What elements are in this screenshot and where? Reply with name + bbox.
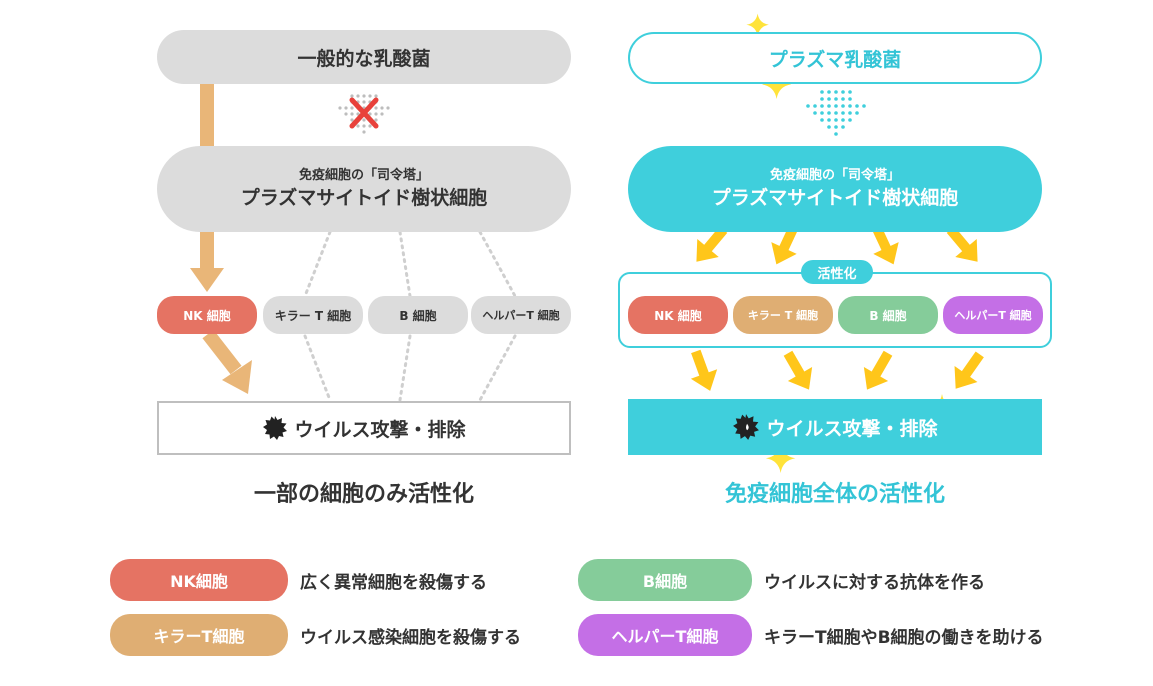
legend-pill-killer-t: キラーT細胞: [110, 614, 288, 656]
right-yellow-arrows-top: [696, 224, 978, 265]
legend-desc-b: ウイルスに対する抗体を作る: [764, 559, 985, 601]
right-cell-killer-t: キラー T 細胞: [733, 296, 833, 334]
left-top-pill-general-lactobacillus: 一般的な乳酸菌: [157, 30, 571, 84]
right-pdc-line1: 免疫細胞の「司令塔」: [769, 168, 900, 183]
right-cell-helper-t-label: ヘルパーT 細胞: [954, 309, 1032, 322]
left-dotted-connectors: [303, 230, 517, 402]
legend-desc-nk-text: 広く異常細胞を殺傷する: [300, 572, 487, 593]
legend-desc-nk: 広く異常細胞を殺傷する: [300, 559, 487, 601]
left-result-label: ウイルス攻撃・排除: [294, 418, 466, 441]
legend-desc-b-text: ウイルスに対する抗体を作る: [764, 572, 985, 593]
virus-icon: [263, 416, 288, 440]
left-cell-b-label: B 細胞: [399, 308, 437, 323]
legend-desc-killer-t: ウイルス感染細胞を殺傷する: [300, 614, 521, 656]
left-orange-arrow-to-result: [202, 329, 252, 394]
legend-label-nk: NK細胞: [170, 572, 228, 591]
right-pdc-line2: プラズマサイトイド樹状細胞: [711, 187, 959, 209]
left-cell-killer-t: キラー T 細胞: [263, 296, 363, 334]
left-cell-helper-t: ヘルパーT 細胞: [471, 296, 571, 334]
left-cell-b: B 細胞: [368, 296, 468, 334]
right-dotted-arrow: [806, 90, 866, 136]
right-top-pill-plasma-lactobacillus: プラズマ乳酸菌: [628, 32, 1042, 84]
left-pdc-line2: プラズマサイトイド樹状細胞: [240, 187, 488, 209]
right-cell-helper-t: ヘルパーT 細胞: [943, 296, 1043, 334]
right-cell-b: B 細胞: [838, 296, 938, 334]
legend-label-killer-t: キラーT細胞: [153, 627, 245, 646]
legend-desc-helper-t: キラーT細胞やB細胞の働きを助ける: [764, 614, 1044, 656]
left-cell-killer-t-label: キラー T 細胞: [274, 308, 352, 323]
right-pdc-pill: 免疫細胞の「司令塔」 プラズマサイトイド樹状細胞: [628, 146, 1042, 232]
right-cell-nk: NK 細胞: [628, 296, 728, 334]
right-yellow-arrows-bottom: [690, 349, 984, 391]
legend-desc-killer-t-text: ウイルス感染細胞を殺傷する: [300, 627, 521, 648]
left-pdc-line1: 免疫細胞の「司令塔」: [298, 168, 429, 183]
right-caption-text: 免疫細胞全体の活性化: [724, 482, 945, 507]
right-cell-b-label: B 細胞: [869, 308, 907, 323]
left-result-box: ウイルス攻撃・排除: [157, 401, 571, 455]
right-result-label: ウイルス攻撃・排除: [766, 417, 938, 440]
right-caption: 免疫細胞全体の活性化: [628, 474, 1042, 510]
left-pdc-pill: 免疫細胞の「司令塔」 プラズマサイトイド樹状細胞: [157, 146, 571, 232]
left-cell-nk: NK 細胞: [157, 296, 257, 334]
right-result-box: ウイルス攻撃・排除: [628, 399, 1042, 455]
left-top-label: 一般的な乳酸菌: [297, 47, 431, 70]
virus-icon: [733, 414, 760, 440]
right-cell-nk-label: NK 細胞: [654, 308, 702, 323]
left-cell-helper-t-label: ヘルパーT 細胞: [482, 309, 560, 322]
red-x-icon: [349, 97, 379, 129]
right-top-label: プラズマ乳酸菌: [768, 48, 902, 71]
left-cell-nk-label: NK 細胞: [183, 308, 231, 323]
left-caption: 一部の細胞のみ活性化: [157, 474, 571, 510]
right-activation-label-text: 活性化: [817, 266, 857, 282]
legend-pill-helper-t: ヘルパーT細胞: [578, 614, 752, 656]
right-activation-label: 活性化: [801, 260, 873, 284]
legend-desc-helper-t-text: キラーT細胞やB細胞の働きを助ける: [764, 627, 1044, 648]
right-cell-killer-t-label: キラー T 細胞: [747, 309, 819, 322]
legend-pill-b: B細胞: [578, 559, 752, 601]
left-caption-text: 一部の細胞のみ活性化: [253, 482, 474, 507]
legend-label-b: B細胞: [642, 572, 688, 591]
legend-label-helper-t: ヘルパーT細胞: [611, 627, 719, 646]
legend-pill-nk: NK細胞: [110, 559, 288, 601]
